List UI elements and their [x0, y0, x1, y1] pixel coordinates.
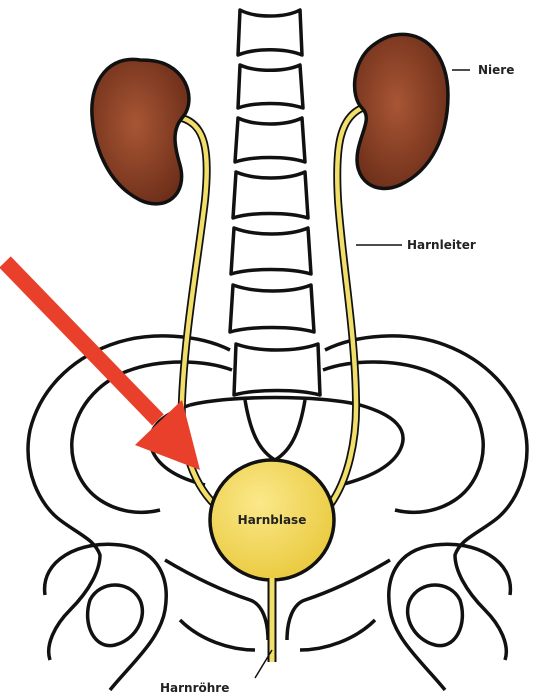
bladder: Harnblase [210, 460, 334, 580]
spine [230, 10, 320, 395]
vertebra [233, 172, 308, 218]
vertebra [231, 228, 311, 274]
vertebra [238, 65, 303, 108]
urethra-label: Harnröhre [160, 681, 229, 695]
vertebra [234, 344, 320, 395]
kidney-label: Niere [478, 63, 514, 77]
kidney-right [355, 34, 448, 188]
vertebra [238, 10, 302, 55]
red-arrow-icon [5, 262, 200, 470]
vertebra [230, 285, 314, 332]
kidney-left [92, 59, 189, 204]
vertebra [235, 118, 305, 162]
bladder-label: Harnblase [238, 513, 307, 527]
ureter-label: Harnleiter [407, 238, 476, 252]
